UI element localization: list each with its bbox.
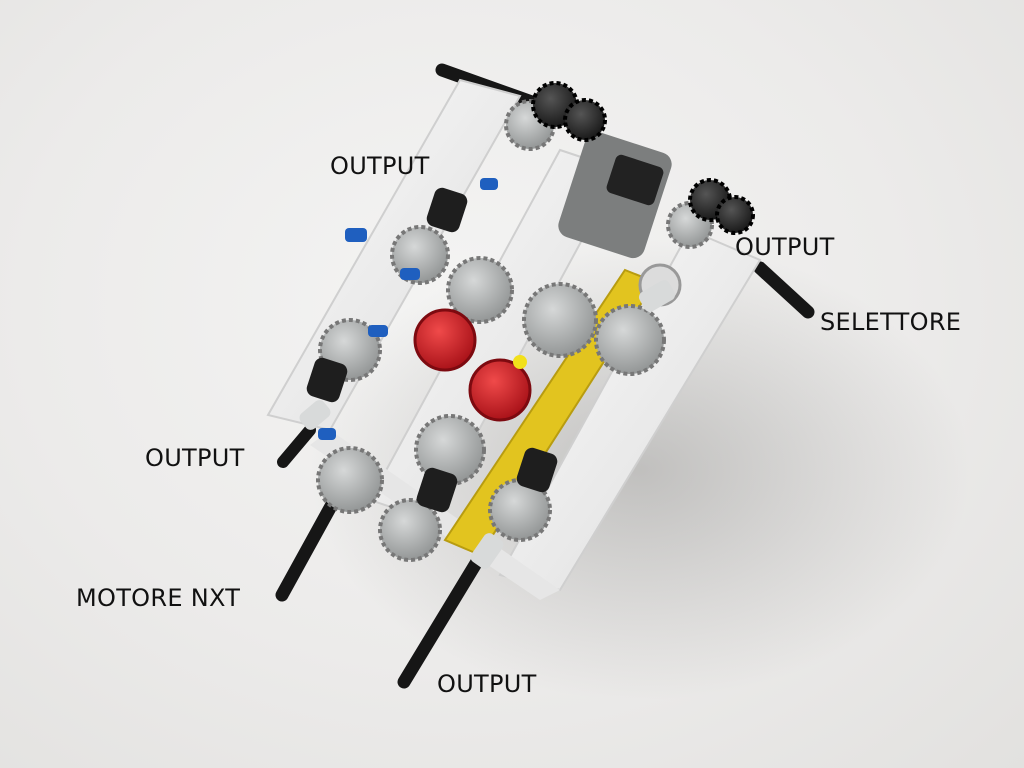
connector-1	[638, 280, 676, 312]
dark-gears	[306, 81, 755, 513]
bush-dark-4	[416, 467, 458, 513]
axle-selettore	[753, 261, 815, 319]
gear-light-9	[378, 498, 442, 562]
axle-bottom-output	[397, 553, 485, 689]
label-output-top: OUTPUT	[330, 152, 430, 180]
yellow-pin	[513, 355, 527, 369]
label-output-left: OUTPUT	[145, 444, 245, 472]
blue-pin-1	[345, 228, 367, 242]
blue-pins	[318, 178, 498, 440]
gear-light-3	[446, 256, 514, 324]
blue-pin-5	[480, 178, 498, 190]
connector-2	[470, 533, 504, 569]
bush-dark-3	[516, 447, 558, 493]
gear-light-8	[316, 446, 384, 514]
bush-dark-1	[426, 187, 468, 233]
red-shifters	[413, 308, 532, 422]
axle-left-output	[277, 424, 316, 468]
label-output-bottom: OUTPUT	[437, 670, 537, 698]
blue-pin-2	[400, 268, 420, 280]
blue-pin-4	[318, 428, 336, 440]
gear-light-6	[594, 304, 666, 376]
connector-3	[299, 400, 331, 430]
label-selettore: SELETTORE	[820, 308, 962, 336]
label-motore-nxt: MOTORE NXT	[76, 584, 241, 612]
gear-dark-2	[563, 98, 607, 142]
label-output-right: OUTPUT	[735, 233, 835, 261]
gear-light-5	[522, 282, 598, 358]
gear-light-10	[414, 414, 486, 486]
black-block	[606, 154, 664, 206]
blue-pin-3	[368, 325, 388, 337]
axle-connectors	[299, 280, 676, 569]
bush-dark-2	[306, 357, 348, 403]
red-driving-ring-1	[413, 308, 477, 372]
red-driving-ring-2	[468, 358, 532, 422]
gear-dark-4	[715, 195, 755, 235]
